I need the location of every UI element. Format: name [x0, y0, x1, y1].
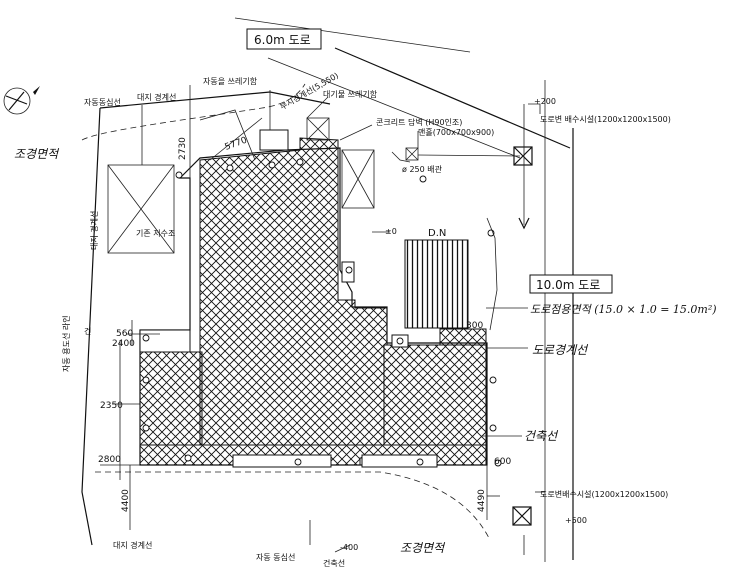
water-tank [107, 164, 175, 254]
north-arrow-icon [3, 86, 40, 115]
label-left-vertical-2: 건 [84, 326, 91, 336]
dim-4490: 4490 [477, 489, 487, 512]
dim-600: 600 [494, 457, 511, 467]
label-site-boundary-left: 대지 경계선 [89, 211, 99, 250]
label-building-line-bottom: 건축선 [323, 558, 345, 568]
annotation-lines [100, 85, 545, 555]
dim-2800: 2800 [98, 455, 121, 465]
label-elev-bottom: -400 [340, 543, 358, 552]
dim-2730: 2730 [178, 137, 188, 160]
landscape-boundary-bottom [95, 471, 491, 541]
label-elev-bottom-right: +500 [565, 516, 587, 525]
landscape-boundary-top [81, 83, 306, 141]
dim-560: 560 [116, 329, 133, 339]
road-lines [81, 17, 574, 562]
building-hatch-main [199, 137, 388, 446]
label-road-boundary: 도로경계선 [532, 343, 589, 357]
label-catch-basin-bottom: 도로변배수시설(1200x1200x1500) [540, 489, 668, 499]
building-hatch-strip [439, 328, 487, 346]
label-corner-cut-top: 자동을 쓰레기함 [203, 77, 258, 86]
dn-label: D.N [428, 228, 446, 239]
label-building-line: 건축선 [524, 429, 559, 443]
label-shared-center-bottom: 자동 동심선 [256, 552, 295, 562]
label-left-vertical-1: 자동 용도선 라인 [61, 315, 71, 372]
label-site-boundary-bottom: 대지 경계선 [113, 540, 152, 550]
label-existing-water: 기존 저수조 [136, 229, 175, 238]
label-manhole: 맨홀(700x700x900) [418, 127, 494, 137]
dim-2400: 2400 [112, 339, 135, 349]
catch-basin-bottom-icon [512, 506, 532, 526]
column-dots [142, 158, 502, 467]
label-landscape-left: 조경면적 [14, 147, 60, 161]
dim-300: 300 [466, 321, 483, 331]
building-hatch-left [139, 351, 203, 446]
road-top-text: 6.0m 도로 [254, 33, 311, 47]
building-hatch-right [383, 344, 487, 446]
label-site-boundary-top: 대지 경계선 [137, 92, 176, 102]
dim-2350: 2350 [100, 401, 123, 411]
label-road-occupation: 도로점용면적 (15.0 × 1.0 = 15.0m²) [530, 303, 717, 316]
label-landscape-bottom: 조경면적 [400, 541, 446, 555]
column-markers [139, 129, 438, 468]
label-elev-zero: ±0 [385, 227, 397, 236]
label-concrete-fence: 콘크리트 담벽 (H90인조) [376, 117, 462, 127]
road-right-text: 10.0m 도로 [536, 278, 600, 292]
road-label-right: 10.0m 도로 [529, 274, 613, 294]
label-elev-top-right: +200 [534, 97, 556, 106]
label-pipe: ø 250 배관 [402, 164, 443, 174]
dim-4400: 4400 [121, 489, 131, 512]
trash-box [306, 117, 419, 209]
road-label-top: 6.0m 도로 [246, 28, 322, 50]
label-trash-bin: 대기물 쓰레기함 [323, 90, 378, 99]
stair-dn [404, 239, 469, 329]
dim-5770: 5770 [224, 135, 249, 152]
label-catch-basin-top: 도로변 배수시설(1200x1200x1500) [540, 114, 671, 124]
label-shared-center-top: 자동동심선 [84, 97, 121, 107]
